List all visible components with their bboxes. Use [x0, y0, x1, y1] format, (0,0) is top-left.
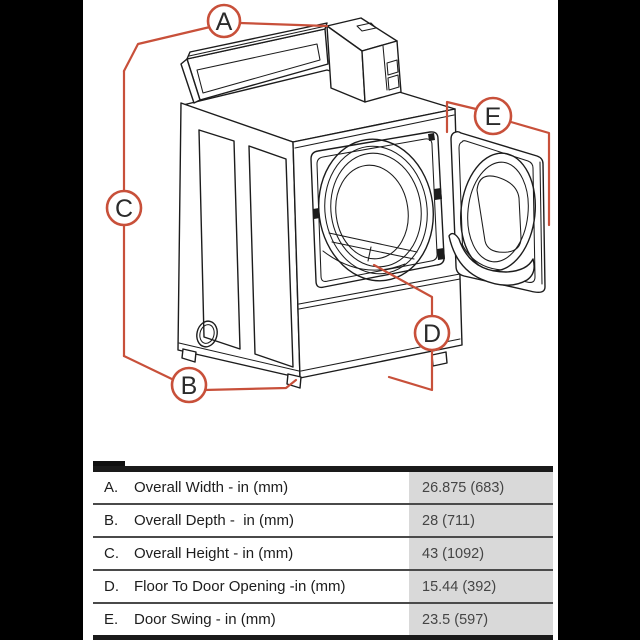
row-label: Overall Depth - in (mm)	[134, 512, 295, 529]
side-panel	[177, 102, 301, 379]
row-value: 26.875 (683)	[409, 472, 553, 503]
row-key: A.	[104, 479, 119, 496]
row-label: Overall Width - in (mm)	[134, 479, 289, 496]
row-label: Floor To Door Opening -in (mm)	[134, 578, 346, 595]
dimension-line-b-right	[202, 378, 298, 392]
callout-c-circle	[105, 189, 143, 227]
row-value: 23.5 (597)	[409, 604, 553, 635]
dimension-line-e-left	[445, 100, 478, 134]
callout-b-circle	[170, 366, 208, 404]
row-value: 28 (711)	[409, 505, 553, 536]
callout-d-label: D	[423, 320, 441, 348]
dimension-lines	[122, 21, 551, 392]
dimension-line-e-right	[509, 120, 551, 227]
row-value: 15.44 (392)	[409, 571, 553, 602]
callout-d-circle	[413, 314, 451, 352]
row-key: C.	[104, 545, 119, 562]
table-border-nub	[93, 461, 125, 467]
dimension-line-b-left	[122, 354, 178, 383]
dimension-callouts: A B C D E	[105, 3, 513, 404]
table-row: E. Door Swing - in (mm) 23.5 (597)	[93, 602, 553, 635]
leveling-feet	[181, 348, 448, 389]
table-row: B. Overall Depth - in (mm) 28 (711)	[93, 503, 553, 536]
dryer-illustration	[177, 17, 546, 389]
table-row: D. Floor To Door Opening -in (mm) 15.44 …	[93, 569, 553, 602]
row-key: D.	[104, 578, 119, 595]
callout-c-label: C	[115, 195, 133, 223]
row-key: B.	[104, 512, 119, 529]
row-value: 43 (1092)	[409, 538, 553, 569]
dimension-line-a-left	[122, 25, 212, 73]
callout-a-circle	[206, 3, 242, 39]
dryer-dimension-diagram: A B C D E	[105, 3, 551, 404]
brand-badge	[196, 320, 218, 348]
drum-opening	[310, 131, 445, 289]
row-key: E.	[104, 611, 119, 628]
callout-e-circle	[473, 96, 513, 136]
dimension-line-a-right	[238, 21, 329, 28]
callout-e-label: E	[485, 103, 502, 131]
table-row: A. Overall Width - in (mm) 26.875 (683)	[93, 472, 553, 503]
dimension-spec-table: A. Overall Width - in (mm) 26.875 (683) …	[93, 466, 553, 640]
callout-b-label: B	[181, 372, 198, 400]
open-door	[448, 130, 546, 294]
row-label: Overall Height - in (mm)	[134, 545, 294, 562]
right-letterbox-bar	[558, 0, 640, 640]
table-row: C. Overall Height - in (mm) 43 (1092)	[93, 536, 553, 569]
coin-meter-box	[326, 17, 402, 103]
row-label: Door Swing - in (mm)	[134, 611, 276, 628]
door-window-scoop	[448, 232, 535, 286]
left-letterbox-bar	[0, 0, 83, 640]
callout-a-label: A	[216, 8, 233, 36]
